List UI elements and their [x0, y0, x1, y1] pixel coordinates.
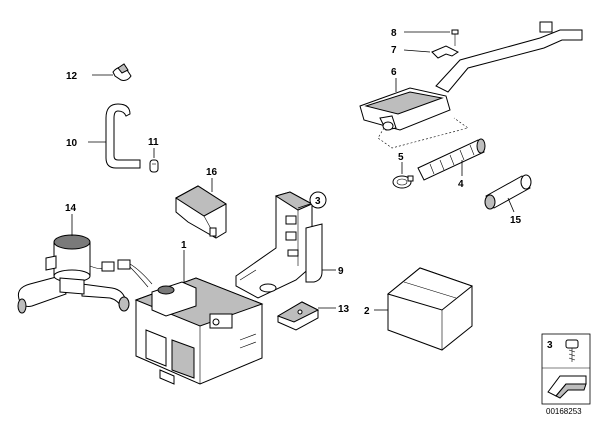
callout-3-circle: [309, 191, 327, 209]
part-16-cover[interactable]: [175, 185, 227, 239]
callout-15: 15: [510, 215, 522, 226]
callout-3: 3: [315, 196, 321, 207]
part-14-water-pump[interactable]: [17, 234, 130, 314]
part-15-pipe[interactable]: [484, 174, 532, 210]
part-5-hose-clamp[interactable]: [392, 175, 414, 189]
callout-9: 9: [338, 266, 344, 277]
part-6-exhaust-silencer[interactable]: [359, 21, 583, 131]
part-7-clamp[interactable]: [431, 45, 459, 59]
callout-4: 4: [458, 179, 464, 190]
part-4-flexible-pipe[interactable]: [417, 138, 486, 181]
part-2-box[interactable]: [386, 267, 474, 351]
leader-7: [403, 49, 431, 53]
leader-15: [507, 197, 515, 213]
bracket-icon: [547, 375, 587, 399]
bolt-icon: [565, 339, 579, 362]
callout-10: 10: [66, 138, 78, 149]
part-11-clamp[interactable]: [149, 159, 159, 173]
part-10-bent-hose[interactable]: [105, 103, 141, 169]
leader-3: [297, 203, 311, 209]
callout-11: 11: [148, 137, 159, 148]
callout-6: 6: [391, 67, 397, 78]
callout-8: 8: [391, 28, 397, 39]
part-8-screw[interactable]: [451, 29, 459, 46]
callout-7: 7: [391, 45, 397, 56]
callout-12: 12: [66, 71, 78, 82]
hidden-outline: [377, 117, 469, 149]
part-1-heater-unit[interactable]: [134, 277, 264, 385]
callout-2: 2: [364, 306, 370, 317]
callout-16: 16: [206, 167, 218, 178]
wiring-harness: [89, 259, 153, 288]
legend-box: 3: [541, 333, 591, 405]
part-9-bracket[interactable]: [235, 191, 323, 299]
callout-14: 14: [65, 203, 77, 214]
callout-13: 13: [338, 304, 350, 315]
callout-5: 5: [398, 152, 404, 163]
callout-1: 1: [181, 240, 187, 251]
legend-number: 3: [547, 340, 553, 351]
document-number: 00168253: [546, 407, 582, 416]
part-12-clip[interactable]: [112, 63, 132, 81]
part-13-small-bracket[interactable]: [276, 301, 320, 331]
